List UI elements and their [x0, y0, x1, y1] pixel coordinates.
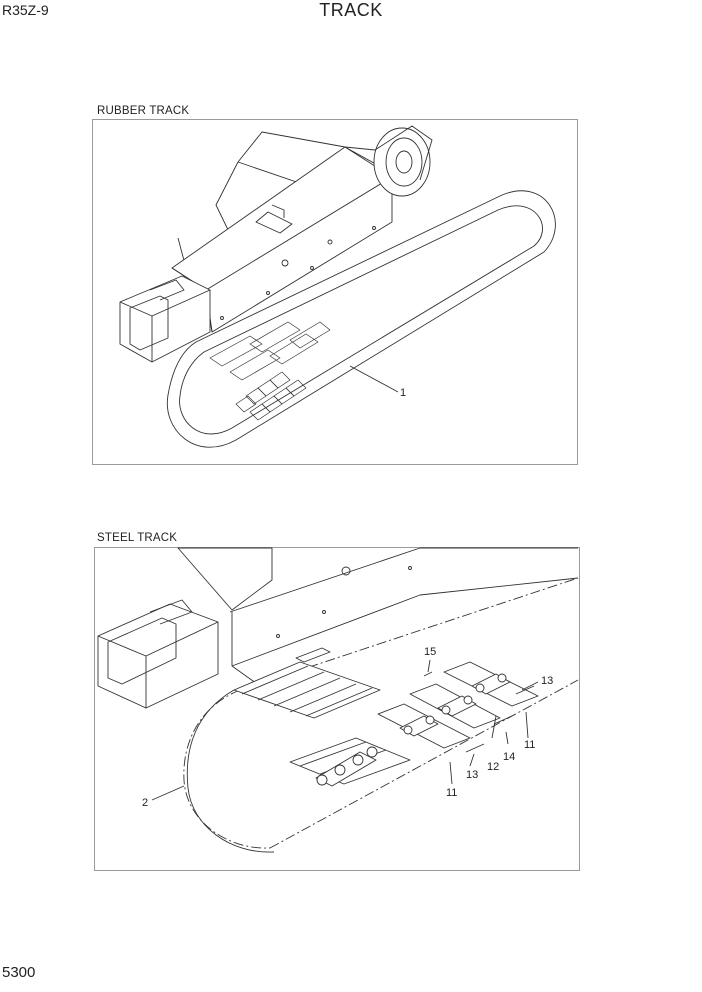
callout-13-upper: 13 — [541, 675, 553, 687]
rubber-track-label: RUBBER TRACK — [97, 105, 190, 117]
rubber-track-drawing — [119, 125, 556, 448]
page-title: TRACK — [319, 0, 383, 20]
callout-11-lower: 11 — [446, 787, 457, 799]
callout-15: 15 — [424, 646, 436, 658]
callout-14: 14 — [503, 751, 515, 763]
steel-track-panel — [94, 547, 580, 871]
steel-track-label: STEEL TRACK — [97, 532, 178, 544]
callout-13-lower: 13 — [466, 769, 478, 781]
callout-2: 2 — [142, 797, 148, 809]
callout-1: 1 — [400, 387, 406, 399]
page-number: 5300 — [2, 964, 36, 981]
callout-11-right: 11 — [524, 739, 535, 751]
model-code: R35Z-9 — [2, 2, 49, 18]
callout-12: 12 — [487, 761, 499, 773]
steel-track-drawing — [97, 547, 579, 853]
